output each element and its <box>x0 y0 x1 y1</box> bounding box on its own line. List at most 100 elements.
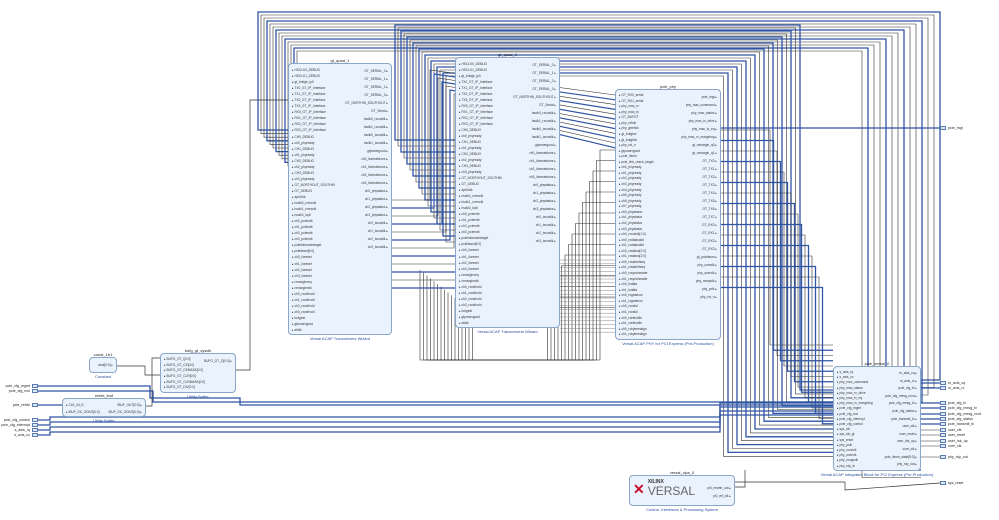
pin-left[interactable]: ▸ ch1_iloreset <box>459 254 479 259</box>
net-route[interactable] <box>430 181 616 361</box>
pin-left[interactable]: ▸ GT_DEBUG <box>459 182 480 187</box>
pin-left[interactable]: ▸ CH2_DEBUG <box>459 152 481 157</box>
pin-left[interactable]: ▸ phy_mac_tx <box>619 109 639 114</box>
pin-right[interactable]: gtpowergood ▸ <box>367 149 388 153</box>
pin-right[interactable]: GT_TX6 ▸ <box>702 207 717 211</box>
port-core-clk[interactable]: core_clk <box>940 444 961 448</box>
pin-right[interactable]: pcie_transmit_fc ▸ <box>891 416 917 421</box>
pin-right[interactable]: GT_RX0 ▸ <box>702 223 717 227</box>
pin-left[interactable]: ▸ ch1_rxstatus[2:0] <box>619 254 646 259</box>
block-refclk-ibuf[interactable]: ▸ CLK_IN_D▸ IBUF_DS_ODIV2[0:0]IBUF_OUT[0… <box>62 398 146 417</box>
pin-left[interactable]: ▸ pcie_cfg_control <box>837 422 863 427</box>
pin-left[interactable]: ▸ ch1_rxcdrhold <box>459 290 482 295</box>
net-route[interactable] <box>444 223 616 361</box>
pin-left[interactable]: ▸ ch1_txdata <box>619 287 638 292</box>
port-pcie-cfg-interrupt[interactable]: pcie_cfg_interrupt <box>1 423 38 427</box>
pin-left[interactable]: ▸ ch0_phyready <box>292 140 315 145</box>
net-route[interactable] <box>472 307 616 361</box>
pin-left[interactable]: ▸ phy_pclk <box>837 442 853 447</box>
pin-right[interactable]: hsclk0_txoutclk ▸ <box>531 127 556 131</box>
net-clk[interactable] <box>735 470 746 488</box>
pin-right[interactable]: GT_NORTHIN_SOUTHOUT ▸ <box>513 95 556 99</box>
pin-left[interactable]: ▸ RX0_GT_IP_Interface <box>459 104 493 109</box>
pin-left[interactable]: ▸ ch3_rxcdrhold <box>459 302 482 307</box>
pin-left[interactable]: ▸ RX3_GT_IP_Interface <box>459 122 493 127</box>
pin-right[interactable]: gt_pcieltssm ▸ <box>696 255 717 259</box>
port-m-axis-rc[interactable]: m_axis_rc <box>940 386 964 390</box>
pin-left[interactable]: ▸ ch1_pcierstb <box>292 225 313 230</box>
pin-left[interactable]: ▸ ch2_pcierstb <box>459 224 480 229</box>
pin-left[interactable]: ▸ phy_mac_rx_margining <box>837 401 873 406</box>
port-pcie-cfg-mcl[interactable]: pcie_cfg_mcl <box>9 389 38 393</box>
pin-left[interactable]: ▸ ch0_txdata <box>619 282 638 287</box>
pin-left[interactable]: ▸ rxmarginreq <box>292 279 312 284</box>
pin-left[interactable]: ▸ pcielinkreachtarget <box>292 243 322 248</box>
pin-right[interactable]: m_axis_cq ▸ <box>899 371 917 375</box>
pin-left[interactable]: ▸ ch0_pcierstb <box>459 212 480 217</box>
pin-right[interactable]: ch1_iloresetdone ▸ <box>361 165 388 169</box>
net-loop[interactable] <box>424 54 833 430</box>
pin-right[interactable]: gt_rxmargin_q1 ▸ <box>692 151 717 155</box>
pin-left[interactable]: ▸ phy_refclk <box>619 120 637 125</box>
pin-right[interactable]: pcie_cfg_fc ▸ <box>898 386 917 391</box>
pin-right[interactable]: phy_coreclk ▸ <box>697 263 718 267</box>
net-const[interactable] <box>117 365 160 376</box>
pin-left[interactable]: ▸ apb3clk <box>292 194 306 199</box>
pin-left[interactable]: ▸ sys_clk_gt <box>837 432 855 437</box>
pin-left[interactable]: ▸ ch0_rxcdrhold <box>292 291 315 296</box>
pin-left[interactable]: ▸ altclk <box>459 320 469 325</box>
pin-left[interactable]: ▸ RX0_GT_IP_Interface <box>292 110 326 115</box>
net-route[interactable] <box>447 233 615 361</box>
net-loop[interactable] <box>394 24 833 391</box>
pin-right[interactable]: ch1_phystatus ▸ <box>532 191 556 195</box>
pin-left[interactable]: ▸ ch1_rxdatavalid <box>619 243 644 248</box>
pin-left[interactable]: ▸ pcieltssm[5:0] <box>292 249 314 254</box>
pin-left[interactable]: ▸ ch0_phyready <box>619 165 642 170</box>
pin-left[interactable]: ▸ ch0_phyready <box>459 134 482 139</box>
pin-left[interactable]: ▸ ch4_phyready <box>619 187 642 192</box>
pin-left[interactable]: ▸ GT_RX0_serial <box>619 93 644 97</box>
pin-left[interactable]: ▸ phy_rdy_in <box>837 463 856 468</box>
pin-right[interactable]: GT_SERIAL_2 ▸ <box>364 85 388 89</box>
pin-right[interactable]: GT_Serial ▸ <box>539 103 556 107</box>
pin-left[interactable]: ▸ hsclk0_lcpll <box>292 213 311 218</box>
pin-right[interactable]: ch0_iloresetdone ▸ <box>361 157 388 161</box>
pin-left[interactable]: ▸ phy_rst_n <box>619 143 636 148</box>
pin-left[interactable]: ▸ HSCLK1_DEBUG <box>459 68 487 73</box>
pin-left[interactable]: ▸ RX2_GT_IP_Interface <box>459 116 493 121</box>
pin-right[interactable]: ch2_phystatus ▸ <box>364 205 388 209</box>
pin-left[interactable]: ▸ ch3_phyready <box>459 170 482 175</box>
bus-axis[interactable] <box>38 410 833 426</box>
pin-right[interactable]: pcie_cfg_mesg_rcvd ▸ <box>885 393 917 398</box>
pin-right[interactable]: pl0_resetn_out ▸ <box>707 486 731 490</box>
pin-right[interactable]: pcie_cfg_mesg_tx ▸ <box>888 401 917 406</box>
pin-right[interactable]: user_lnk_up ▸ <box>897 439 917 444</box>
pin-right[interactable]: phy_mac_command ▸ <box>685 103 717 107</box>
pin-left[interactable]: ▸ TX0_GT_IP_Interface <box>292 86 326 91</box>
pin-right[interactable]: GT_TX2 ▸ <box>702 175 717 179</box>
pin-right[interactable]: GT_RX2 ▸ <box>702 239 717 243</box>
pin-left[interactable]: ▸ GT_BUFGT <box>619 115 639 120</box>
pin-right[interactable]: ch0_iloresetdone ▸ <box>529 151 556 155</box>
bus-axis[interactable] <box>38 406 833 431</box>
port-pcie-transmit-fc[interactable]: pcie_transmit_fc <box>940 422 974 426</box>
pin-left[interactable]: ▸ ch2_pcierstb <box>292 231 313 236</box>
port-pcie-cfg-mesg-tx[interactable]: pcie_cfg_mesg_tx <box>940 406 977 410</box>
pin-right[interactable]: ch2_txoutclk ▸ <box>535 231 556 235</box>
net-route[interactable] <box>721 150 833 356</box>
pin-left[interactable]: ▸ ch0_rxdatavalid <box>619 237 644 242</box>
pin-left[interactable]: ▸ BUFG_GT_CLR[0:0] <box>164 374 196 379</box>
pin-right[interactable]: ch0_phystatus ▸ <box>364 189 388 193</box>
net-route[interactable] <box>458 265 616 361</box>
pin-right[interactable]: gtpowergood ▸ <box>535 143 556 147</box>
pin-left[interactable]: ▸ phy_mcapclk <box>837 458 859 463</box>
pin-right[interactable]: phy_pclk ▸ <box>701 287 717 291</box>
pin-left[interactable]: ▸ CH0_DEBUG <box>459 128 481 133</box>
pin-right[interactable]: user_clk ▸ <box>902 424 917 429</box>
pin-right[interactable]: core_clk ▸ <box>902 447 917 452</box>
net-route[interactable] <box>433 191 615 361</box>
net-route[interactable] <box>423 160 616 361</box>
pin-right[interactable]: gt_rxmargin_q0 ▸ <box>692 143 717 147</box>
pin-right[interactable]: GT_TX0 ▸ <box>702 159 717 163</box>
net-loop[interactable] <box>421 51 833 426</box>
